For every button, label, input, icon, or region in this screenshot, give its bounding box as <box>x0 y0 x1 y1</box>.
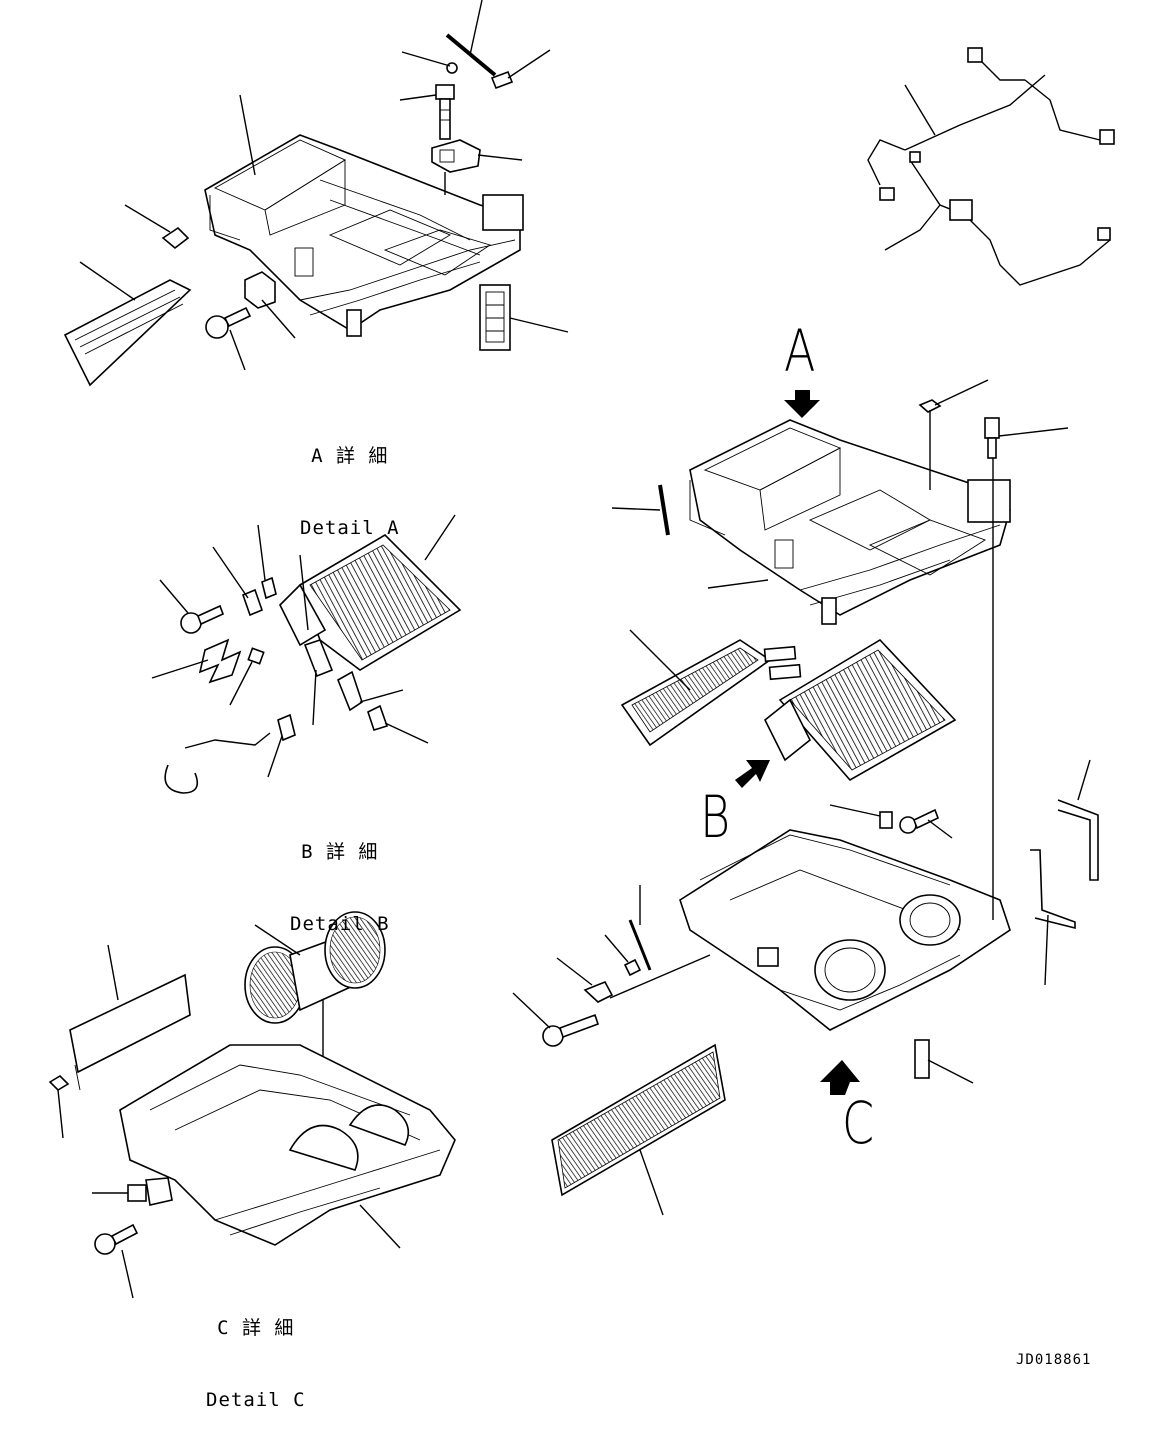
detail-c-filter-cover <box>69 973 191 1091</box>
main-assembly <box>512 379 1099 1216</box>
detail-c-blower <box>244 911 386 1110</box>
callout-letter-a: A <box>784 317 816 385</box>
main-heater-core <box>620 639 802 747</box>
callout-letter-c: C <box>842 1089 875 1157</box>
detail-a-leader-lines <box>79 0 569 371</box>
detail-a-upper-housing <box>204 134 524 337</box>
detail-a-grille <box>479 284 511 351</box>
main-cabin-filter <box>551 1043 726 1197</box>
detail-a-caption-en: Detail A <box>300 517 400 539</box>
detail-a-group <box>63 0 569 387</box>
detail-c-small-parts <box>48 1074 173 1255</box>
detail-b-leader-lines <box>151 514 456 778</box>
detail-b-caption-en: Detail B <box>290 913 390 935</box>
detail-a-caption: A 詳 細 Detail A <box>300 396 400 564</box>
detail-a-caption-jp: A 詳 細 <box>311 445 389 467</box>
detail-b-evaporator <box>279 533 462 671</box>
detail-a-filter-panel <box>63 279 192 387</box>
detail-a-actuator <box>431 139 481 173</box>
detail-c-caption-en: Detail C <box>206 1389 306 1411</box>
detail-a-clip <box>161 226 190 250</box>
main-upper-housing <box>689 419 1011 625</box>
detail-b-caption-jp: B 詳 細 <box>301 841 379 863</box>
main-lower-housing <box>679 829 1011 1031</box>
detail-a-screw <box>205 306 252 339</box>
detail-c-group <box>48 911 456 1299</box>
main-evaporator <box>763 638 957 782</box>
main-leader-lines <box>512 379 1091 1216</box>
detail-a-bolt <box>435 84 455 140</box>
parts-diagram-sheet: A 詳 細 Detail A B 詳 細 Detail B C 詳 細 Deta… <box>48 0 1115 1411</box>
detail-b-caption: B 詳 細 Detail B <box>290 792 390 960</box>
main-bracket-right <box>1030 799 1099 930</box>
detail-c-lower-housing <box>119 1044 456 1246</box>
detail-c-caption: C 詳 細 Detail C <box>206 1268 306 1436</box>
detail-c-leader-lines <box>57 924 401 1299</box>
callout-letter-b: B <box>700 783 731 851</box>
detail-a-sensor <box>244 271 276 309</box>
main-small-parts <box>542 399 1000 1079</box>
callout-arrows <box>735 390 860 1095</box>
detail-b-group <box>151 514 462 794</box>
detail-c-caption-jp: C 詳 細 <box>217 1317 295 1339</box>
document-id: JD018861 <box>1016 1352 1092 1368</box>
exploded-parts-drawing <box>48 0 1115 1299</box>
wiring-harness <box>867 47 1115 286</box>
detail-a-rod <box>445 33 514 90</box>
